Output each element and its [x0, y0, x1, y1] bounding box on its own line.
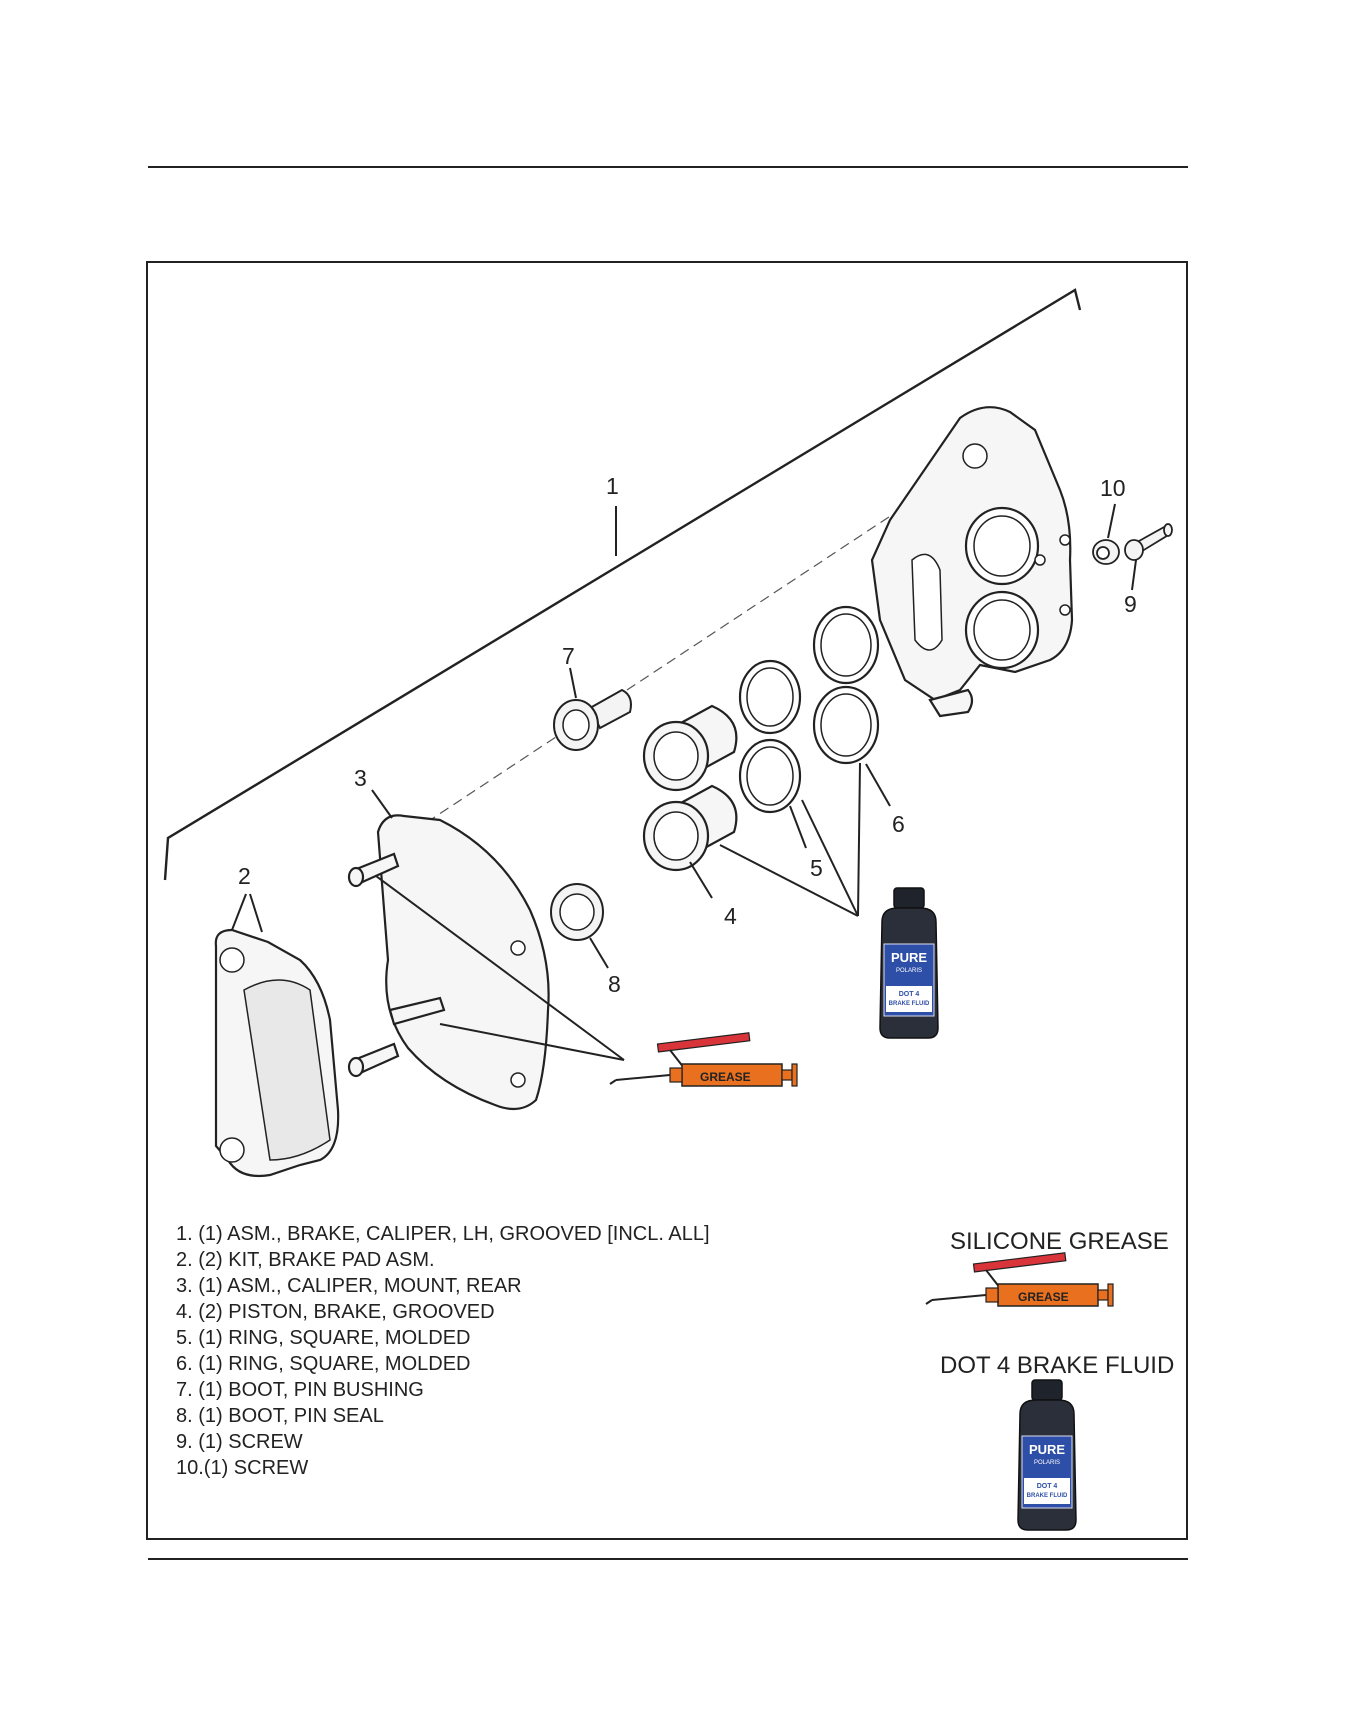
leader-2a [231, 893, 247, 931]
callout-10: 10 [1100, 475, 1126, 501]
bottle-line1-label: DOT 4 [899, 991, 920, 998]
legend-fluid-title: DOT 4 BRAKE FLUID [940, 1352, 1175, 1379]
callout-5: 5 [810, 855, 823, 881]
callout-9: 9 [1124, 591, 1137, 617]
callout-1: 1 [606, 473, 619, 499]
bottle-line2-label: BRAKE FLUID [889, 1001, 930, 1007]
leader-4 [689, 861, 713, 899]
callout-3: 3 [354, 765, 367, 791]
callout-8: 8 [608, 971, 621, 997]
leader-3 [371, 789, 393, 819]
leader-8 [589, 937, 609, 969]
parts-list-item: 8. (1) BOOT, PIN SEAL [176, 1405, 384, 1427]
callout-4: 4 [724, 903, 737, 929]
leader-9 [1131, 559, 1137, 591]
legend-bottle-line2-label: BRAKE FLUID [1027, 1493, 1068, 1499]
bottle-brand-label: PURE [891, 950, 927, 965]
caliper-mount-bracket [347, 814, 550, 1111]
header-rule [148, 166, 1188, 168]
leader-6 [865, 763, 891, 807]
leader-7 [569, 667, 577, 699]
parts-list-item: 5. (1) RING, SQUARE, MOLDED [176, 1327, 471, 1349]
seal-ring-inner [738, 659, 802, 814]
parts-list-item: 10.(1) SCREW [176, 1457, 309, 1479]
parts-list-item: 7. (1) BOOT, PIN BUSHING [176, 1379, 424, 1401]
legend-bottle-line1-label: DOT 4 [1037, 1483, 1058, 1490]
brake-fluid-bottle-icon: PURE POLARIS DOT 4 BRAKE FLUID [879, 887, 939, 1039]
bleeder-cap [1092, 539, 1120, 565]
leader-2b [249, 893, 263, 933]
parts-list-item: 9. (1) SCREW [176, 1431, 303, 1453]
grease-tube-label: GREASE [700, 1070, 751, 1084]
piston [642, 704, 738, 872]
callout-7: 7 [562, 643, 575, 669]
parts-list-item: 6. (1) RING, SQUARE, MOLDED [176, 1353, 471, 1375]
legend-grease-gun-icon: GREASE [925, 1251, 1114, 1307]
grease-gun-icon: GREASE [609, 1031, 798, 1087]
leader-bottle-a [719, 844, 859, 917]
figure-frame [146, 261, 1188, 1540]
parts-list-item: 2. (2) KIT, BRAKE PAD ASM. [176, 1249, 435, 1271]
caliper-housing [870, 406, 1074, 718]
parts-list-item: 3. (1) ASM., CALIPER, MOUNT, REAR [176, 1275, 522, 1297]
brake-pad-kit [214, 928, 340, 1178]
assembly-bracket [163, 288, 1082, 881]
footer-rule [148, 1558, 1188, 1560]
leader-grease-b [439, 1023, 625, 1061]
callout-6: 6 [892, 811, 905, 837]
pin-seal-boot [550, 883, 604, 941]
leader-10 [1107, 503, 1116, 539]
parts-list-item: 4. (2) PISTON, BRAKE, GROOVED [176, 1301, 495, 1323]
leader-grease-a [375, 875, 625, 1061]
legend-bottle-brand-label: PURE [1029, 1442, 1065, 1457]
parts-list: 1. (1) ASM., BRAKE, CALIPER, LH, GROOVED… [176, 1221, 710, 1481]
bottle-sub-label: POLARIS [896, 968, 922, 974]
legend-brake-fluid-bottle-icon: PURE POLARIS DOT 4 BRAKE FLUID [1017, 1379, 1077, 1531]
legend-grease-tube-label: GREASE [1018, 1290, 1069, 1304]
leader-bottle-b [801, 799, 859, 917]
legend-grease-title: SILICONE GREASE [950, 1228, 1169, 1255]
seal-ring-outer [812, 605, 880, 765]
leader-bottle-c [857, 762, 861, 917]
pin-bushing-boot [553, 688, 632, 751]
callout-2: 2 [238, 863, 251, 889]
bleeder-screw [1124, 523, 1173, 561]
parts-list-item: 1. (1) ASM., BRAKE, CALIPER, LH, GROOVED… [176, 1223, 710, 1245]
legend-bottle-sub-label: POLARIS [1034, 1460, 1060, 1466]
leader-5 [789, 805, 807, 849]
